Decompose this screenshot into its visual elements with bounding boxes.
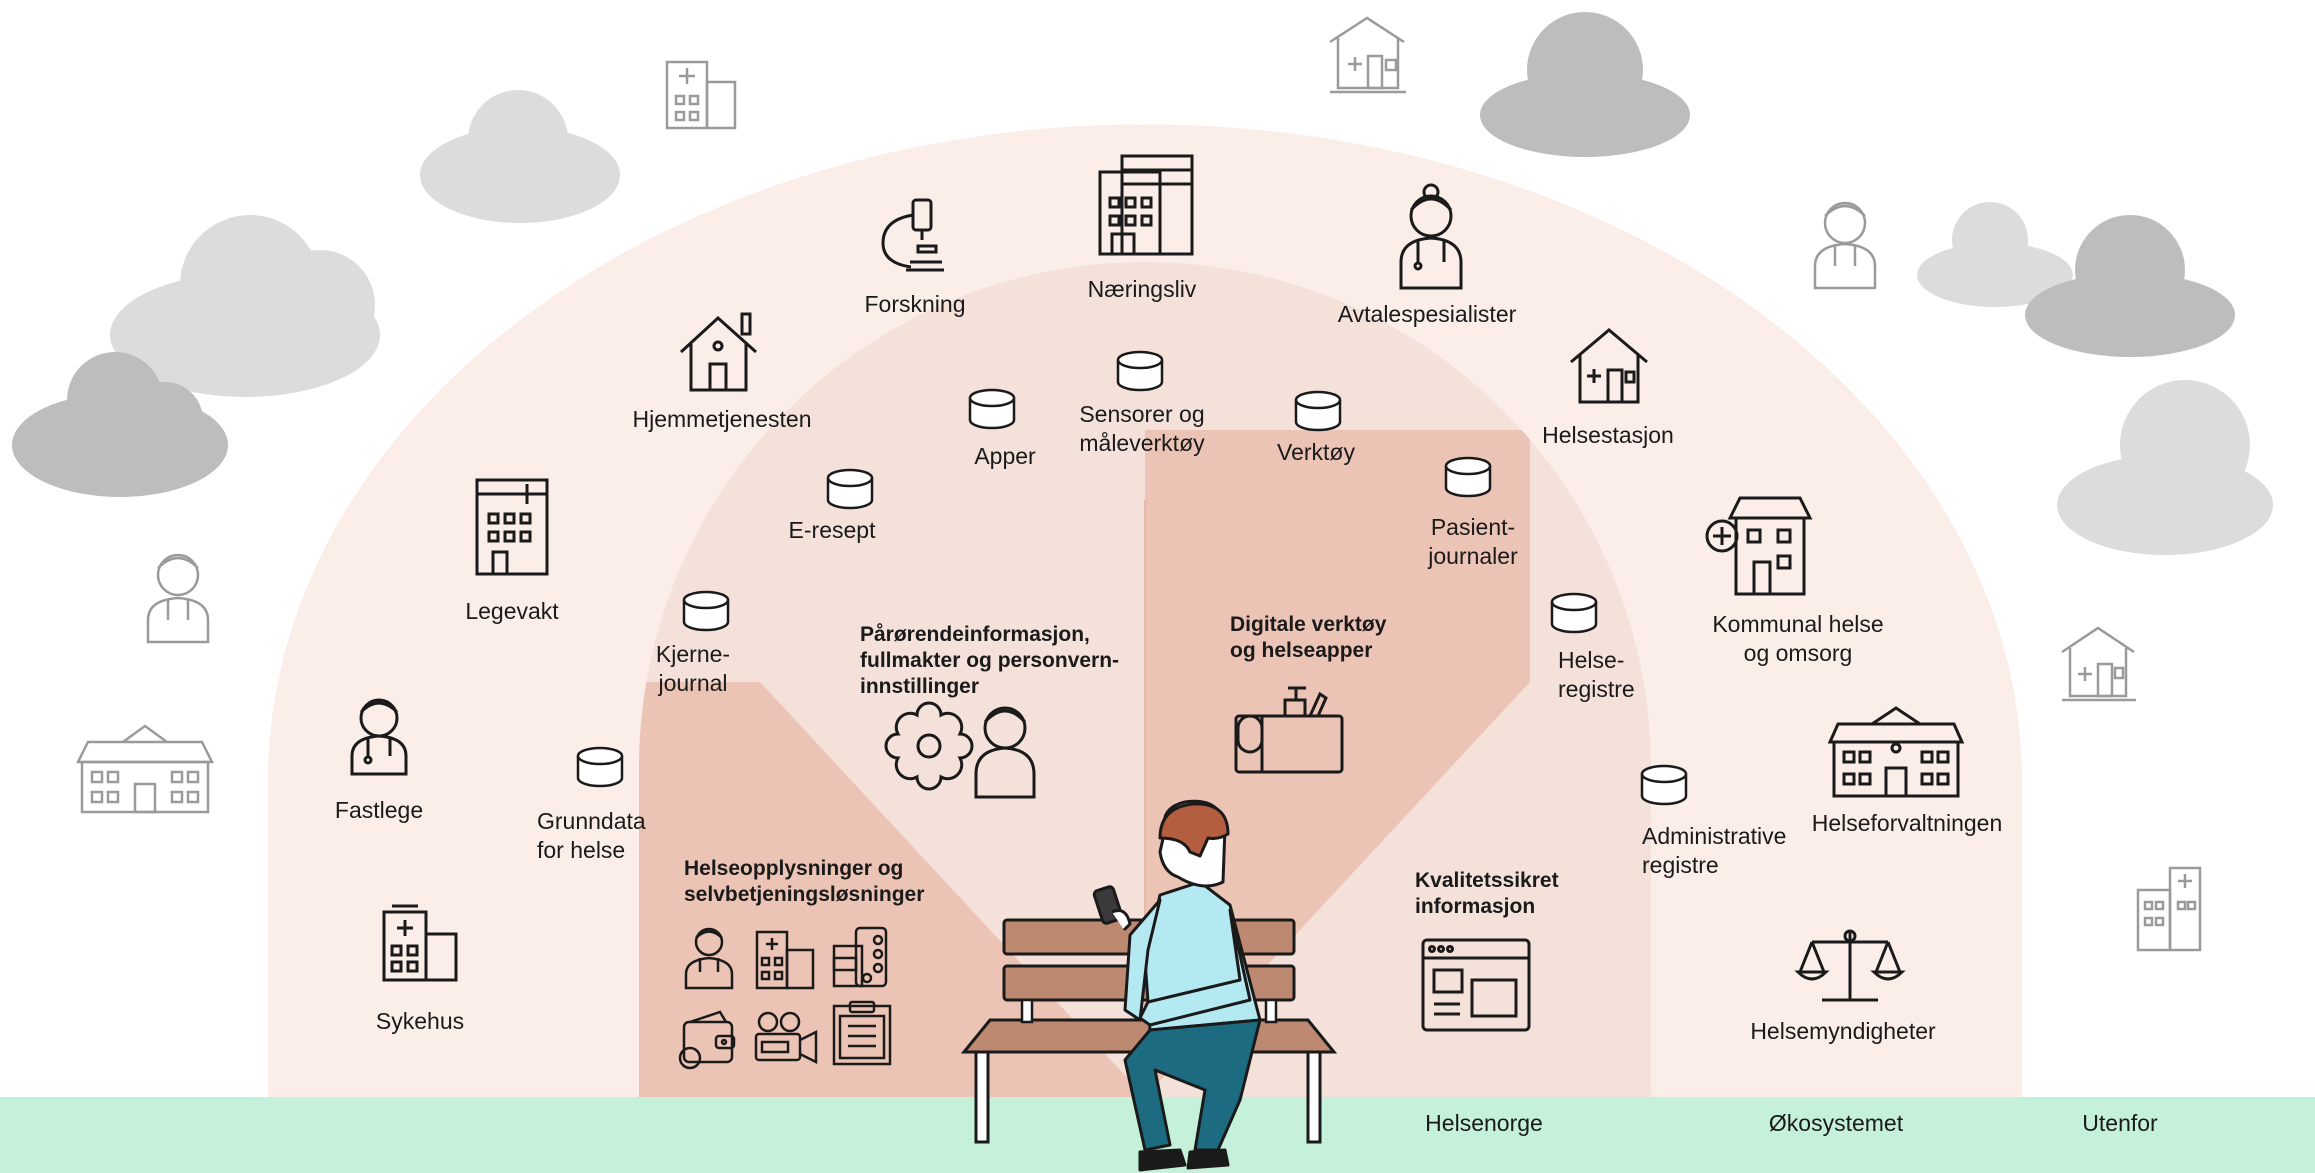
registry-label-kjernejournal: Kjerne- journal: [655, 641, 731, 696]
registry-label-administrative: Administrative registre: [1642, 823, 1787, 878]
database-icon: [1640, 764, 1688, 806]
database-icon: [968, 388, 1016, 430]
registry-label-sensorer: Sensorer og måleverktøy: [1079, 401, 1205, 456]
zone-label-utenfor: Utenfor: [2082, 1110, 2158, 1136]
actor-label-fastlege: Fastlege: [334, 797, 424, 823]
actor-label-sykehus: Sykehus: [375, 1008, 465, 1034]
cloud-icon: [2057, 380, 2273, 555]
registry-label-pasientjournaler: Pasient- journaler: [1428, 514, 1518, 569]
database-icon: [576, 746, 624, 788]
office-building-icon: [1098, 154, 1194, 256]
registry-label-helseregistre: Helse- registre: [1558, 647, 1635, 702]
wallet-icon: [678, 1010, 736, 1070]
actor-label-helsemyndigheter: Helsemyndigheter: [1750, 1018, 1936, 1044]
doctor-icon: [684, 927, 734, 990]
hospital-building-icon: [75, 724, 215, 814]
cloud-icon: [420, 90, 620, 223]
video-camera-icon: [754, 1011, 818, 1065]
database-icon: [826, 468, 874, 510]
segment-label-parorende: Pårørendeinformasjon, fullmakter og pers…: [860, 623, 1120, 698]
database-icon: [682, 590, 730, 632]
zone-label-helsenorge: Helsenorge: [1425, 1110, 1543, 1136]
doctor-icon: [1813, 201, 1877, 290]
toolbox-icon: [1234, 686, 1344, 774]
registry-label-grunndata: Grunndata for helse: [537, 808, 646, 863]
actor-label-helseforvaltningen: Helseforvaltningen: [1811, 810, 2003, 836]
database-icon: [1294, 390, 1342, 432]
municipal-care-icon: [1705, 496, 1813, 596]
web-page-icon: [1421, 938, 1531, 1032]
cloud-icon: [110, 215, 380, 397]
actor-label-forskning: Forskning: [864, 291, 966, 317]
actor-label-naeringsliv: Næringsliv: [1087, 276, 1197, 302]
medicine-icon: [832, 926, 888, 988]
emergency-building-icon: [475, 478, 549, 576]
doctor-icon: [350, 698, 408, 776]
cloud-icon: [2025, 215, 2235, 357]
registry-label-verktoy: Verktøy: [1277, 439, 1355, 465]
segment-label-kvalitet: Kvalitetssikret informasjon: [1415, 869, 1559, 918]
hospital-icon: [2136, 866, 2202, 952]
actor-label-helsestasjon: Helsestasjon: [1542, 422, 1674, 448]
clipboard-icon: [832, 1000, 892, 1066]
actor-label-legevakt: Legevakt: [465, 598, 559, 624]
administration-building-icon: [1827, 706, 1965, 798]
cloud-icon: [1480, 12, 1690, 157]
doctor-icon: [146, 553, 210, 644]
hospital-icon: [665, 60, 737, 130]
database-icon: [1444, 456, 1492, 498]
database-icon: [1550, 592, 1598, 634]
segment-label-digitale: Digitale verktøy og helseapper: [1230, 613, 1387, 662]
person-on-bench: [1092, 799, 1262, 1172]
database-icon: [1116, 350, 1164, 392]
person-icon: [974, 706, 1036, 799]
actor-label-kommunal: Kommunal helse og omsorg: [1712, 611, 1884, 666]
cloud-icon: [12, 352, 228, 497]
actor-label-hjemmetjenesten: Hjemmetjenesten: [632, 406, 812, 432]
cloud-icon: [1917, 202, 2073, 307]
segment-label-helseopplysninger: Helseopplysninger og selvbetjeningsløsni…: [684, 857, 925, 906]
clinic-house-icon: [1329, 16, 1406, 94]
clinic-house-icon: [2061, 626, 2136, 702]
sector-helseopplysninger: [639, 682, 1145, 1097]
zone-label-okosystemet: Økosystemet: [1768, 1110, 1904, 1136]
settings-gear-icon: [884, 701, 974, 791]
actor-label-avtalespesialister: Avtalespesialister: [1337, 301, 1517, 327]
microscope-icon: [881, 198, 944, 272]
hospital-icon: [755, 930, 815, 990]
hospital-icon: [382, 904, 458, 982]
health-station-icon: [1570, 328, 1648, 404]
registry-label-apper: Apper: [974, 443, 1036, 469]
registry-label-eresept: E-resept: [788, 517, 876, 543]
home-icon: [679, 312, 758, 392]
specialist-icon: [1399, 183, 1463, 290]
scales-icon: [1794, 929, 1906, 1002]
